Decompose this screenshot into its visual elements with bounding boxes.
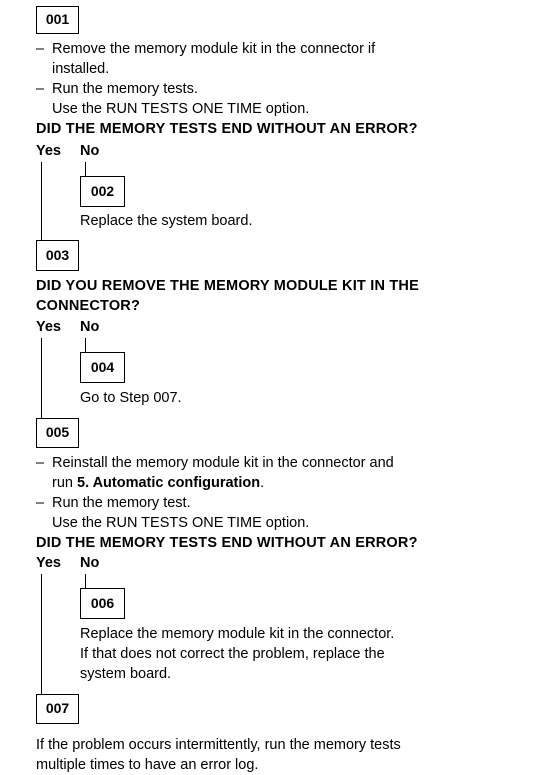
step-005-box: 005 [36, 418, 79, 448]
yes-label-2: Yes [36, 319, 61, 335]
yes-branch-line [41, 574, 42, 694]
block1-bullet2: –Run the memory tests. [36, 81, 198, 97]
block1-bullet1-cont: installed. [52, 61, 110, 77]
dash-marker: – [36, 495, 45, 511]
yes-label-1: Yes [36, 143, 61, 159]
action-006-line1: Replace the memory module kit in the con… [80, 626, 395, 642]
no-branch-line [85, 574, 86, 588]
yes-branch-line [41, 338, 42, 418]
step-number: 003 [45, 247, 70, 263]
no-label-3: No [80, 555, 100, 571]
dash-marker: – [36, 81, 45, 97]
question-2-line1: DID YOU REMOVE THE MEMORY MODULE KIT IN … [36, 278, 419, 294]
step-number: 005 [45, 424, 70, 440]
question-2-line2: CONNECTOR? [36, 298, 141, 314]
action-007-line1: If the problem occurs intermittently, ru… [36, 737, 401, 753]
action-002-text: Replace the system board. [80, 213, 253, 229]
step-006-box: 006 [80, 588, 125, 619]
block5-bullet1-cont: run 5. Automatic configuration. [52, 475, 265, 491]
dash-marker: – [36, 455, 45, 471]
step-007-box: 007 [36, 694, 79, 724]
action-004-text: Go to Step 007. [80, 390, 182, 406]
step-number: 002 [90, 183, 115, 199]
block5-bullet2-cont: Use the RUN TESTS ONE TIME option. [52, 515, 310, 531]
action-006-line3: system board. [80, 666, 172, 682]
step-number: 004 [90, 359, 115, 375]
config-reference: 5. Automatic configuration [77, 475, 261, 491]
yes-branch-line [41, 162, 42, 240]
dash-marker: – [36, 41, 45, 57]
step-001-box: 001 [36, 6, 79, 34]
block1-bullet2-cont: Use the RUN TESTS ONE TIME option. [52, 101, 310, 117]
block5-bullet2: –Run the memory test. [36, 495, 191, 511]
question-3: DID THE MEMORY TESTS END WITHOUT AN ERRO… [36, 535, 418, 551]
step-004-box: 004 [80, 352, 125, 383]
block1-bullet1: –Remove the memory module kit in the con… [36, 41, 376, 57]
step-number: 001 [45, 11, 70, 27]
question-1: DID THE MEMORY TESTS END WITHOUT AN ERRO… [36, 121, 418, 137]
block5-bullet1: –Reinstall the memory module kit in the … [36, 455, 394, 471]
action-007-line2: multiple times to have an error log. [36, 757, 259, 773]
action-006-line2: If that does not correct the problem, re… [80, 646, 385, 662]
step-number: 006 [90, 595, 115, 611]
no-branch-line [85, 338, 86, 352]
yes-label-3: Yes [36, 555, 61, 571]
step-002-box: 002 [80, 176, 125, 207]
no-branch-line [85, 162, 86, 176]
step-number: 007 [45, 700, 70, 716]
no-label-1: No [80, 143, 100, 159]
no-label-2: No [80, 319, 100, 335]
step-003-box: 003 [36, 240, 79, 271]
